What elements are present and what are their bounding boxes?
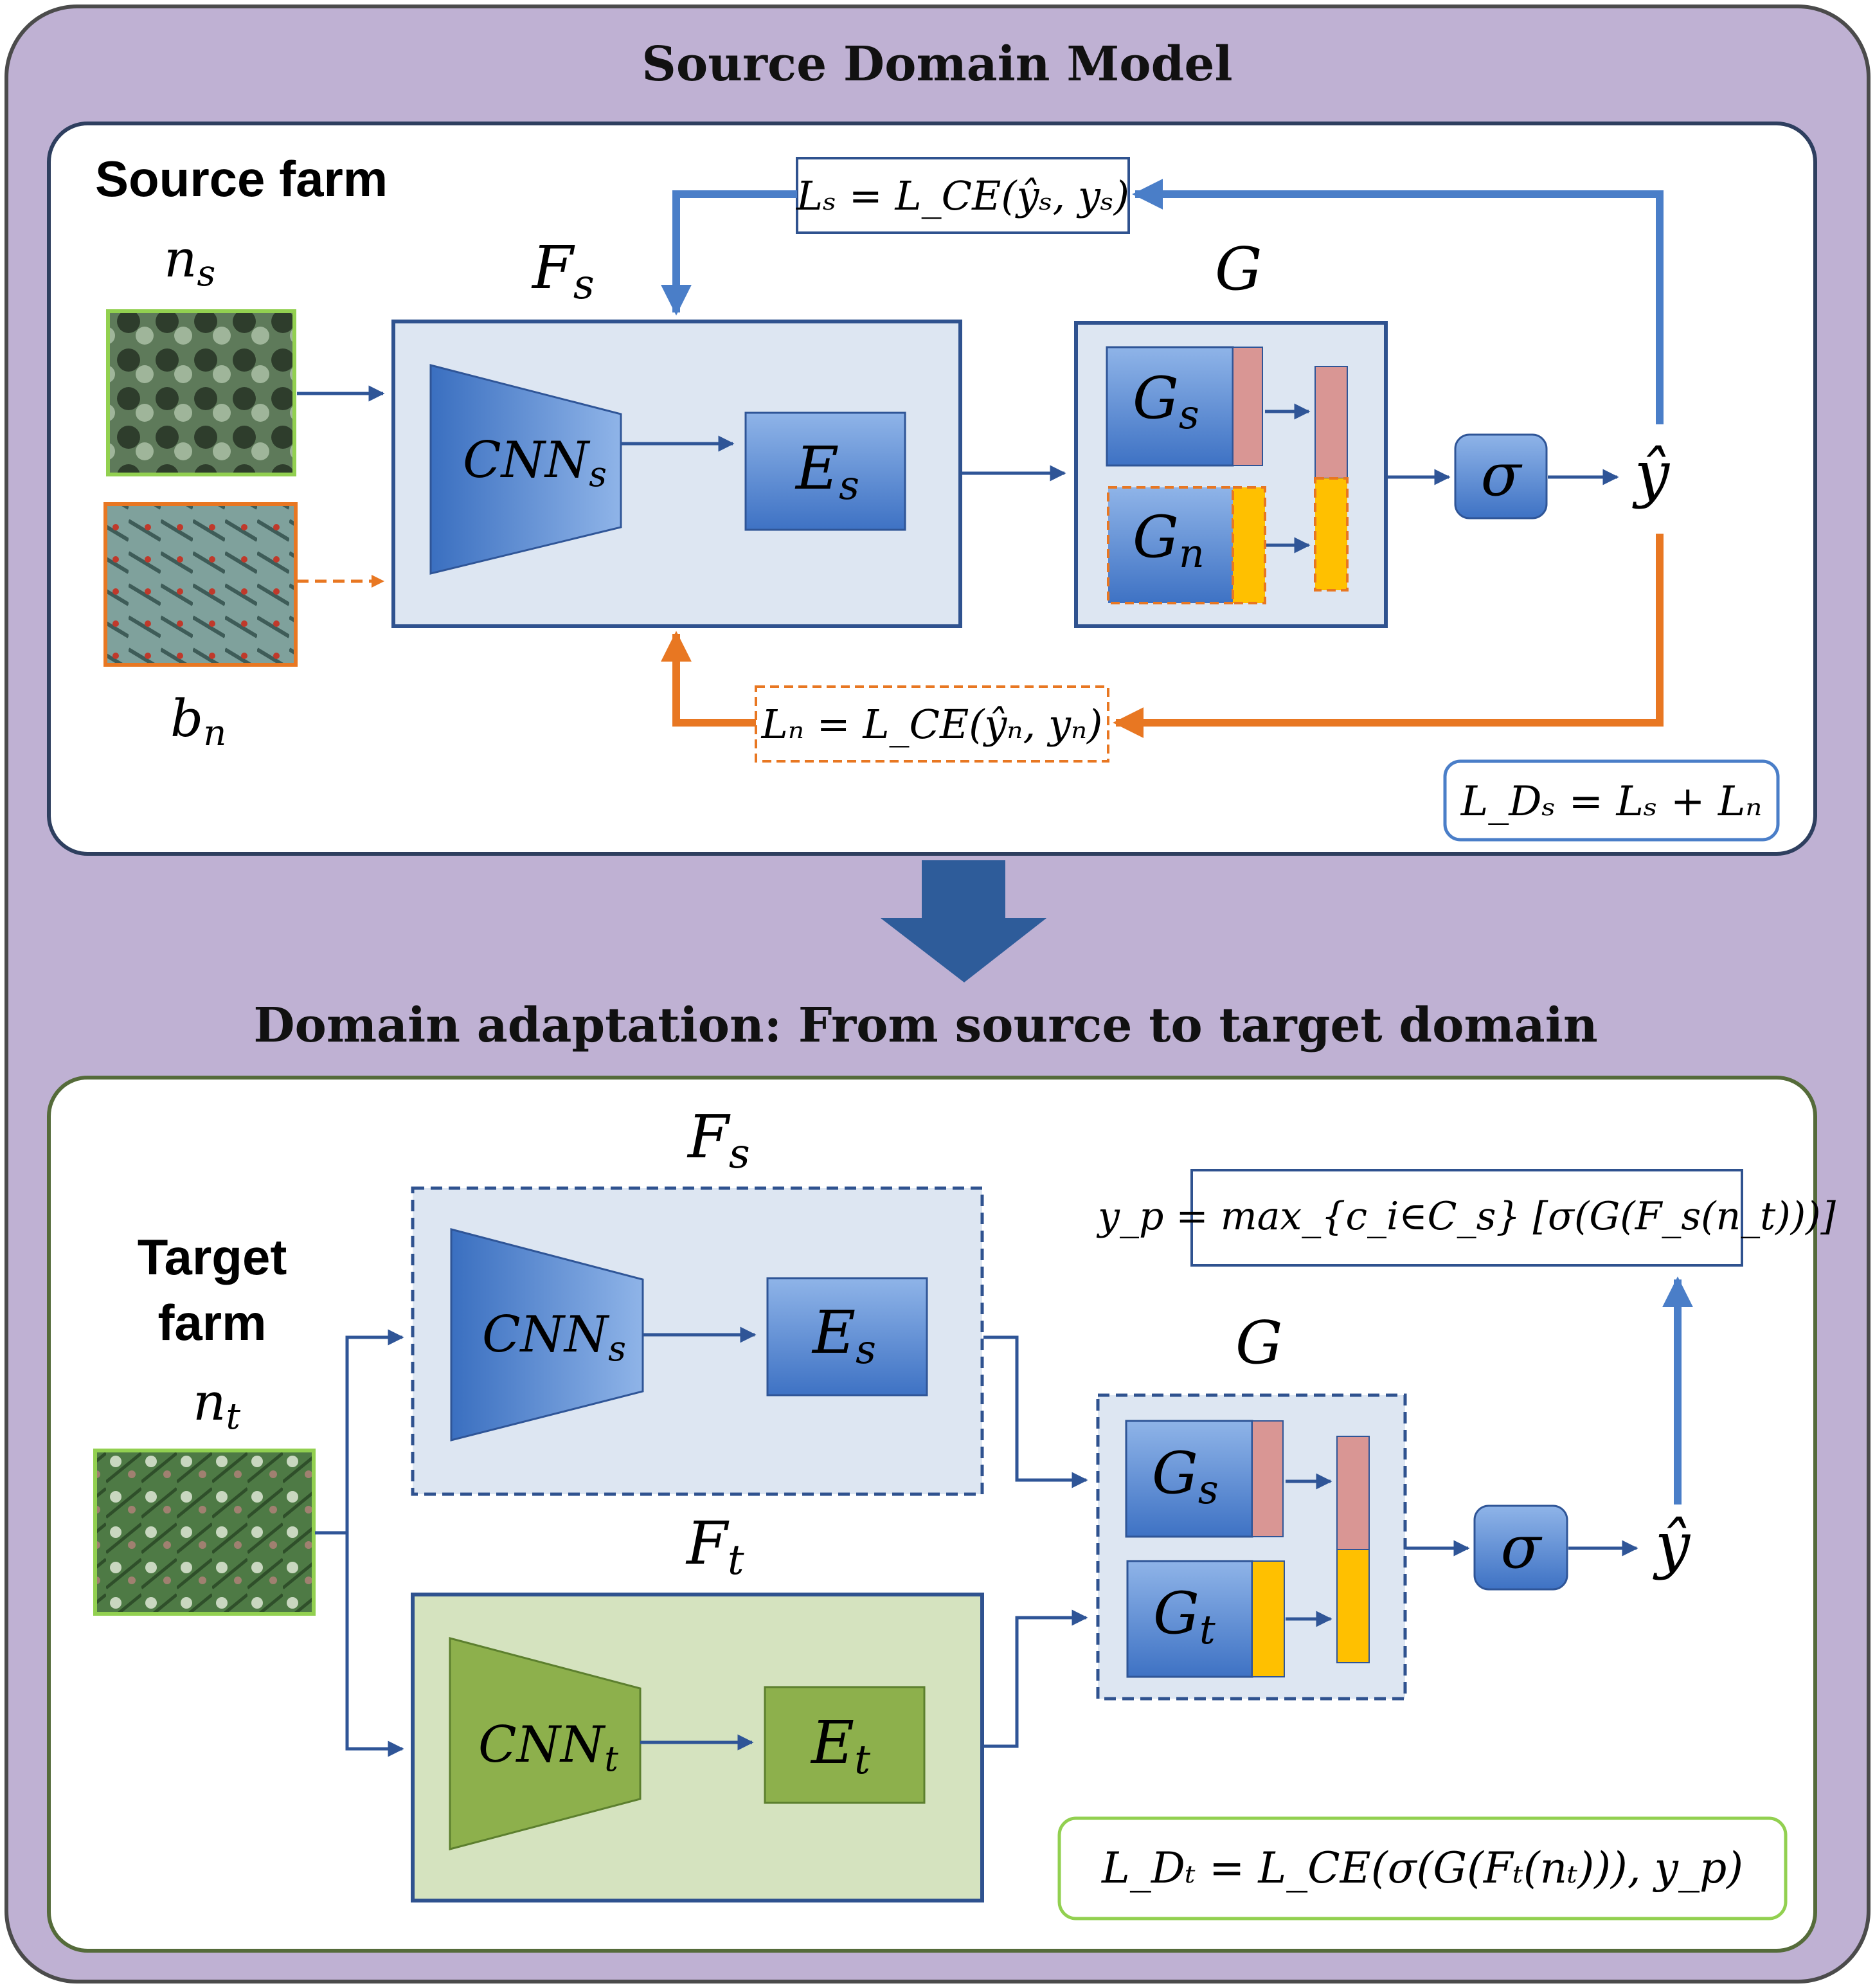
source-loss-feedback [1132,179,1664,424]
arrow-ft-to-g-adapt [983,1609,1088,1748]
es-label: Es [794,434,859,509]
cnn-t-label: CNNt [478,1716,618,1779]
sigma-label: σ [1481,440,1523,509]
concat-adapt-bar-yellow [1336,1549,1370,1663]
y-hat-adapt-label: ŷ [1653,1509,1691,1581]
gn-head-label: Gn [1133,503,1205,577]
target-loss-formula: L_Dₜ = L_CE(σ(G(Fₜ(nₜ))), y_p) [1101,1843,1743,1893]
es-box [744,411,906,531]
source-loss-to-fs [661,190,797,316]
cnn-s-frozen-trapezoid [450,1228,644,1441]
source-total-loss-box [1443,759,1780,842]
fs-frozen-label: Fs [686,1103,750,1178]
gs-adapt-head-box [1125,1420,1253,1538]
g-label: G [1215,235,1262,303]
noise-loss-to-fs [661,631,756,727]
sigma-adapt-label: σ [1501,1513,1543,1582]
target-panel-label-line2: farm [157,1294,266,1351]
gs-head-box [1106,346,1234,467]
source-loss-box [796,157,1130,234]
source-total-loss-formula: L_Dₛ = Lₛ + Lₙ [1460,778,1763,826]
gn-head-box [1107,486,1234,604]
source-sample-image [106,309,296,476]
gt-head-box [1126,1560,1253,1678]
adaptation-section-title: Domain adaptation: From source to target… [253,998,1597,1053]
cnn-t-trapezoid [449,1637,641,1850]
cnn-s-label: CNNs [463,431,607,494]
ft-label: Ft [685,1509,744,1584]
target-sample-image [93,1449,316,1616]
noise-label-bn: bn [170,689,226,754]
fs-label: Fs [531,233,595,309]
arrow-nt-to-fs [345,1329,404,1533]
y-hat-label: ŷ [1632,438,1671,510]
g-adapt-label: G [1235,1308,1283,1377]
concat-adapt-bar-pink [1336,1436,1370,1550]
noise-sample-image [103,502,298,667]
cnn-s-trapezoid [429,364,622,575]
noise-loss-feedback [1113,534,1664,738]
gs-adapt-head-bar [1251,1420,1284,1537]
concat-bar-yellow [1314,477,1349,592]
source-section-title: Source Domain Model [641,37,1232,92]
pseudo-label-box [1190,1169,1743,1267]
pseudo-label-formula: y_p = max_{c_i∈C_s} [σ(G(F_s(n_t)))] [1096,1194,1836,1239]
et-label: Et [810,1708,870,1783]
gs-adapt-head-label: Gs [1152,1440,1219,1513]
target-loss-box [1057,1816,1788,1920]
concat-bar-pink [1314,366,1348,479]
gs-head-bar [1232,347,1263,466]
big-down-arrow [881,860,1046,982]
gs-head-label: Gs [1133,365,1199,438]
target-panel-label-line1: Target [138,1229,287,1285]
gt-head-label: Gt [1153,1580,1216,1653]
sigma-box [1454,433,1548,520]
noise-loss-box [755,685,1109,763]
noise-loss-formula: Lₙ = L_CE(ŷₙ, yₙ) [761,701,1103,748]
arrow-fs-to-g-adapt [983,1335,1088,1488]
et-box [764,1686,926,1804]
arrow-nt-to-ft [345,1533,404,1757]
gt-head-bar [1251,1560,1285,1677]
sample-label-nt: nt [193,1372,241,1438]
sigma-adapt-box [1473,1505,1568,1591]
source-loss-formula: Lₛ = L_CE(ŷₛ, yₛ) [796,172,1129,219]
source-panel-label: Source farm [95,150,388,207]
cnn-s-frozen-label: CNNs [482,1306,626,1369]
es-frozen-label: Es [811,1298,876,1373]
es-frozen-box [766,1277,928,1396]
gn-head-bar [1232,486,1266,604]
sample-label-ns: ns [164,229,215,294]
